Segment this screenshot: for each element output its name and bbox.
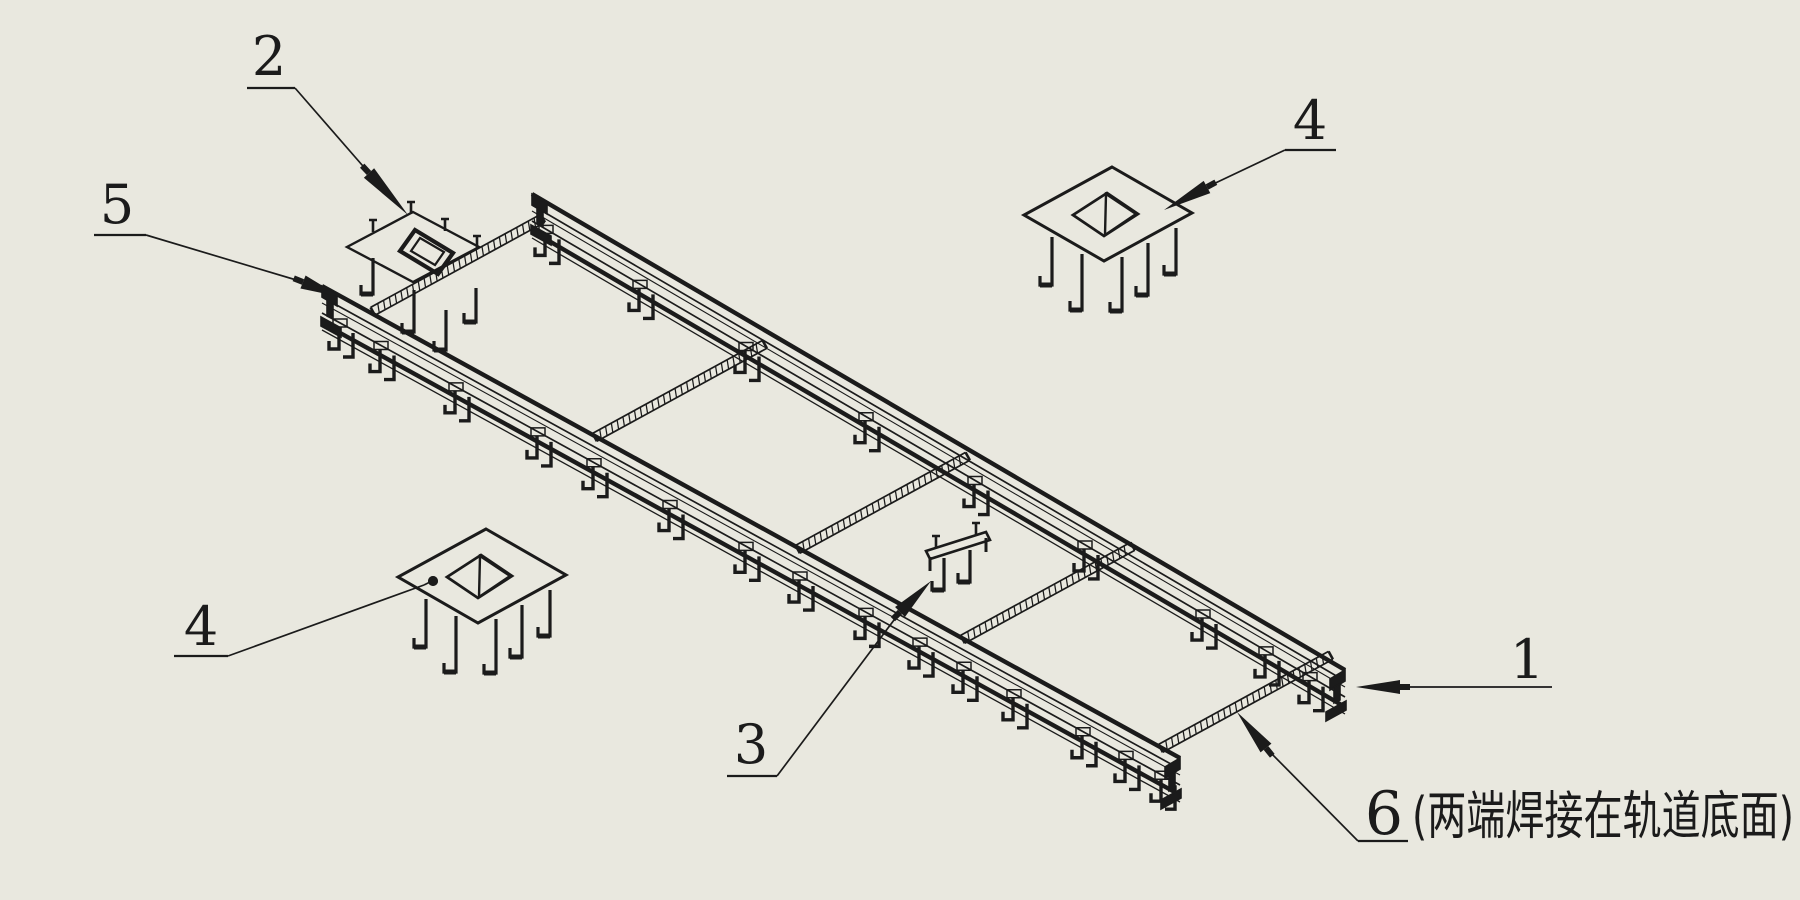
callout-4: 4: [174, 576, 438, 658]
track-frame: [320, 192, 1347, 811]
exploded-parts: [344, 165, 1196, 676]
far-rail: [530, 192, 1347, 723]
callout-1: 1: [1356, 628, 1552, 694]
callout-6: 6(两端焊接在轨道底面): [1237, 712, 1794, 849]
callout-number: 1: [1510, 628, 1544, 691]
rail-clamps: [327, 224, 1325, 811]
part-4-base-plate-top: [1020, 165, 1196, 314]
near-rail: [320, 284, 1182, 811]
callout-number: 2: [252, 25, 286, 88]
callout-3: 3: [727, 581, 931, 778]
callout-number: 5: [100, 173, 134, 236]
callout-number: 4: [1293, 89, 1327, 152]
part-2-clamp-seat: [344, 200, 482, 353]
part-3-clamp-stool: [924, 521, 992, 593]
callout-4: 4: [1164, 89, 1336, 210]
callout-5: 5: [94, 173, 341, 297]
weld-note: (两端焊接在轨道底面): [1412, 787, 1794, 847]
callout-number: 3: [734, 713, 768, 776]
callout-2: 2: [247, 25, 408, 215]
callout-number: 6: [1365, 779, 1403, 849]
callout-number: 4: [184, 595, 218, 658]
callout-layer: 1 2 3 4 4 5 6(两端焊接在轨道底面): [94, 25, 1794, 849]
tie-rods: [369, 213, 1335, 754]
part-4-base-plate-left: [394, 527, 570, 676]
